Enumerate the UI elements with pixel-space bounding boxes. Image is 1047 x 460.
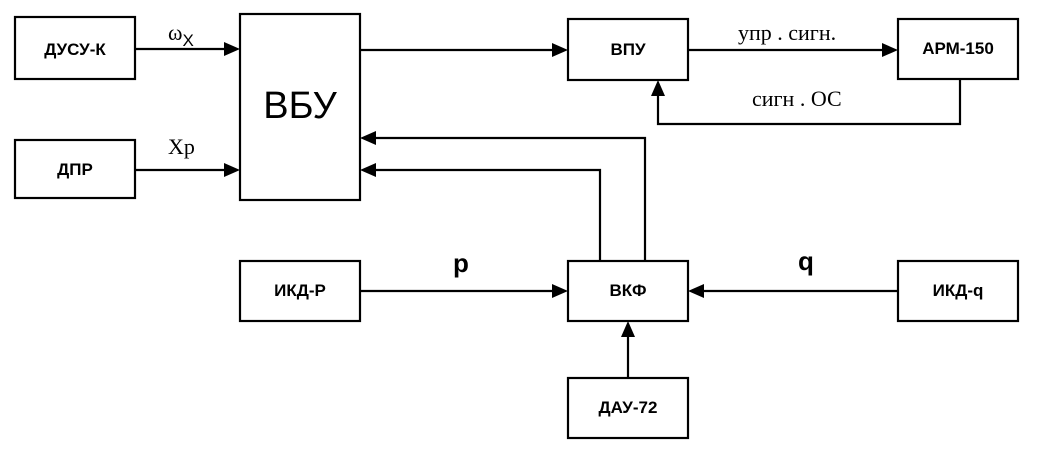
block-dpr-label: ДПР [57,160,93,179]
arrow-ikd-q-to-vkf [688,284,898,298]
block-dusu-k-label: ДУСУ-К [44,40,106,59]
block-vbu-label: ВБУ [263,85,337,127]
block-vpu: ВПУ [566,17,690,82]
block-dusu-k: ДУСУ-К [13,15,137,81]
block-ikd-q: ИКД-q [896,259,1020,323]
arrow-arm-feedback-to-vpu [651,79,962,126]
block-dau-72-label: ДАУ-72 [599,398,658,417]
signal-xp-label: Xp [168,134,195,159]
signal-control-label: упр . сигн. [738,20,836,45]
signal-omega-symbol: ω [168,20,182,45]
block-vpu-label: ВПУ [610,40,645,59]
block-vbu: ВБУ [238,12,362,202]
arrow-ikd-p-to-vkf [360,284,568,298]
block-ikd-p: ИКД-Р [238,259,362,323]
arrow-dpr-to-vbu [135,163,240,177]
block-dpr: ДПР [13,138,137,200]
signal-omega-label: ωX [168,20,194,50]
signal-feedback-label: сигн . ОС [752,86,842,111]
block-vkf-label: ВКФ [610,281,647,300]
arrow-vpu-to-arm [688,43,898,57]
signal-q-label: q [798,246,814,276]
block-arm-150-label: АРМ-150 [922,39,994,58]
arrow-vkf-to-vbu-lower [360,163,602,261]
block-vkf: ВКФ [566,259,690,323]
block-ikd-q-label: ИКД-q [933,281,984,300]
arrow-dusu-to-vbu [135,42,240,56]
block-dau-72: ДАУ-72 [566,376,690,440]
arrow-vbu-to-vpu [360,43,568,57]
arrow-dau-to-vkf [621,321,635,378]
signal-omega-subscript: X [182,31,193,50]
block-ikd-p-label: ИКД-Р [274,281,326,300]
arrow-vkf-to-vbu-upper [360,131,647,261]
block-arm-150: АРМ-150 [896,17,1020,81]
signal-p-label: p [453,248,469,278]
